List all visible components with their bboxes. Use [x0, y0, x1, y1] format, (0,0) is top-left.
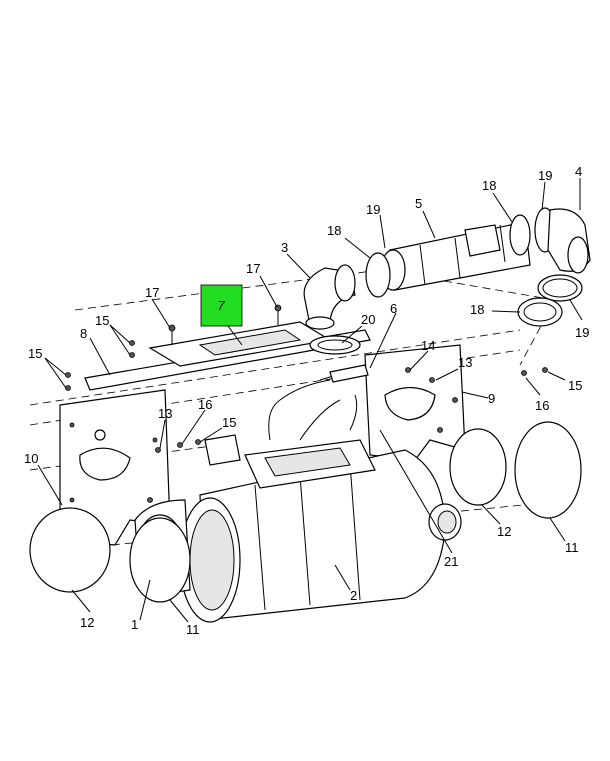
highlight-label: 7	[217, 298, 225, 313]
highlight-marker-7[interactable]: 7	[200, 284, 243, 327]
callout-18-top: 18	[482, 178, 496, 193]
callout-8: 8	[80, 326, 87, 341]
callout-18-left: 18	[327, 223, 341, 238]
callout-17-right: 17	[246, 261, 260, 276]
elbow-pipe	[303, 264, 356, 330]
callout-17-left: 17	[145, 285, 159, 300]
callout-18-right: 18	[470, 302, 484, 317]
callout-21: 21	[444, 554, 458, 569]
callout-15-mid: 15	[222, 415, 236, 430]
callout-9: 9	[488, 391, 495, 406]
callout-12-left: 12	[80, 615, 94, 630]
callout-3: 3	[281, 240, 288, 255]
mounting-bands	[29, 421, 582, 603]
leader-lines	[37, 178, 583, 623]
callout-15-right: 15	[568, 378, 582, 393]
callout-4: 4	[575, 164, 582, 179]
callout-19-right: 19	[575, 325, 589, 340]
gasket	[309, 335, 361, 355]
callout-11-right: 11	[565, 540, 579, 555]
callout-14: 14	[421, 338, 435, 353]
callout-labels: 17 17 15 8 15 3 18 19 5 18 19 4 6 20 18 …	[24, 164, 589, 637]
callout-19-left: 19	[366, 202, 380, 217]
callout-20: 20	[361, 312, 375, 327]
callout-19-top: 19	[538, 168, 552, 183]
callout-10: 10	[24, 451, 38, 466]
callout-6: 6	[390, 301, 397, 316]
callout-5: 5	[415, 196, 422, 211]
aftertreatment-canister	[179, 449, 462, 623]
callout-15-upper: 15	[95, 313, 109, 328]
sensor-module	[204, 364, 376, 489]
callout-16-left: 16	[198, 397, 212, 412]
callout-13-left: 13	[158, 406, 172, 421]
fasteners	[65, 304, 548, 503]
upper-support-bracket	[84, 321, 371, 391]
outlet-elbow	[547, 208, 591, 274]
callout-13-right: 13	[458, 355, 472, 370]
callout-15-left: 15	[28, 346, 42, 361]
flex-pipe	[380, 221, 531, 291]
callout-11-left: 11	[186, 622, 200, 637]
callout-1: 1	[131, 617, 138, 632]
loose-clamp-and-ring	[517, 274, 583, 327]
callout-16-right: 16	[535, 398, 549, 413]
callout-12-right: 12	[497, 524, 511, 539]
callout-2: 2	[350, 588, 357, 603]
right-mounting-plate	[364, 344, 466, 461]
left-mounting-plate	[59, 389, 171, 546]
